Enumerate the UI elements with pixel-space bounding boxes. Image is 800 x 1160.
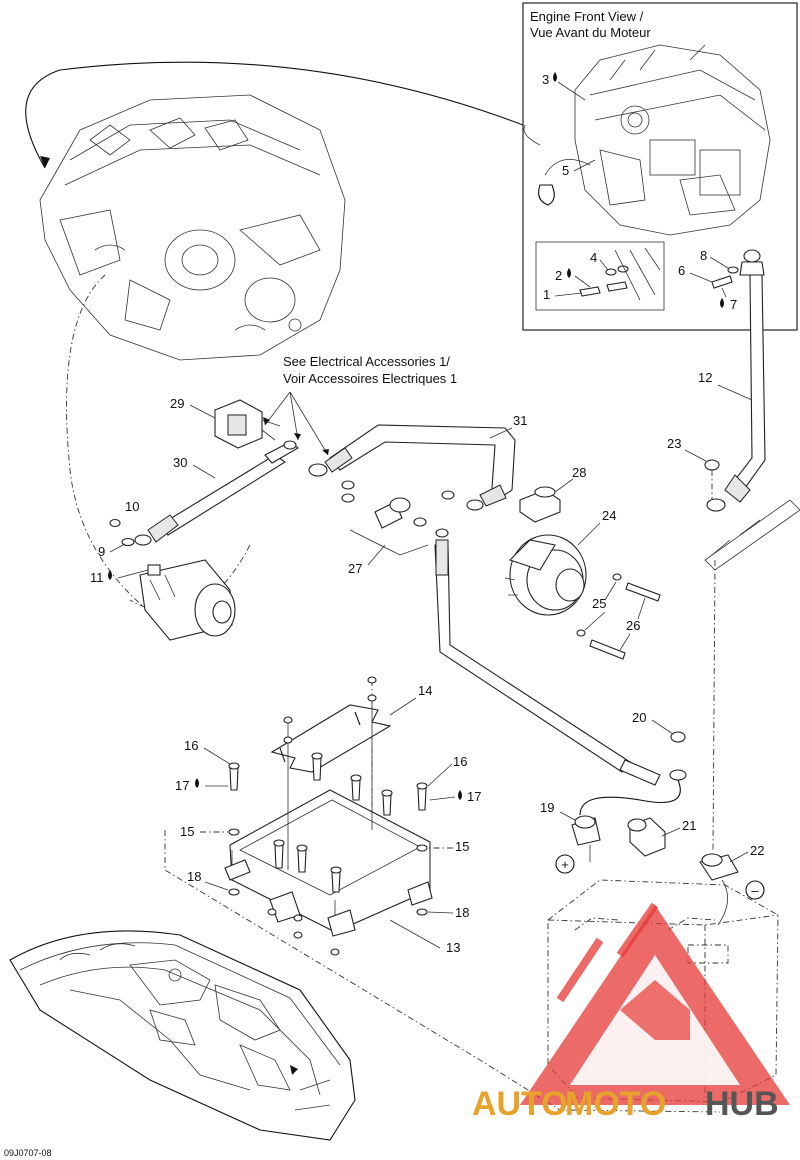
negative-label: – (751, 883, 759, 898)
callout-4: 4 (590, 250, 597, 265)
callout-7: 7 (730, 297, 737, 312)
footer-code: 09J0707-08 (4, 1148, 52, 1158)
inset-title-line2: Vue Avant du Moteur (530, 25, 651, 40)
callout-6: 6 (678, 263, 685, 278)
callout-11: 11 (90, 570, 104, 585)
loctite-drop-icon (195, 778, 199, 788)
engine-illustration (39, 94, 346, 361)
callout-23: 23 (667, 436, 681, 451)
battery-outline (547, 879, 779, 1103)
callout-29: 29 (170, 396, 184, 411)
loctite-drop-icon (567, 268, 571, 278)
washer-9 (121, 537, 135, 547)
cable-31 (308, 424, 516, 511)
inset-title-line1: Engine Front View / (530, 9, 644, 24)
callout-8: 8 (700, 248, 707, 263)
callout-24: 24 (602, 508, 616, 523)
callout-18b: 18 (455, 905, 469, 920)
loctite-drop-icon (720, 298, 724, 308)
engine-front-illustration (538, 44, 771, 236)
battery-tray-13 (224, 789, 433, 937)
nut-23 (704, 459, 720, 471)
note-line2: Voir Accessoires Electriques 1 (283, 371, 457, 386)
nut-10 (109, 518, 121, 528)
callout-21: 21 (682, 818, 696, 833)
boat-illustration (9, 930, 356, 1141)
reference-arrow (25, 61, 524, 169)
callout-18a: 18 (187, 869, 201, 884)
callout-13: 13 (446, 940, 460, 955)
engine-front-view-inset: Engine Front View / Vue Avant du Moteur (522, 2, 798, 331)
callout-20: 20 (632, 710, 646, 725)
terminal-cap-28 (519, 486, 561, 523)
bolt-group-6-7-8 (711, 266, 739, 289)
watermark-hub: HUB (705, 1085, 779, 1123)
nut-20 (670, 731, 686, 743)
cable-12 (706, 274, 766, 512)
terminal-boot-27 (374, 497, 427, 529)
callout-17b: 17 (467, 789, 481, 804)
callout-1: 1 (543, 287, 550, 302)
callout-28: 28 (572, 465, 586, 480)
cable-continuation (704, 499, 800, 571)
positive-label: + (561, 857, 569, 872)
terminal-cover-21 (627, 817, 666, 857)
screws-25-26 (576, 573, 661, 660)
callout-2: 2 (555, 268, 562, 283)
watermark-moto: MOTO (565, 1085, 666, 1123)
solenoid-29 (214, 399, 281, 449)
callout-10: 10 (125, 499, 139, 514)
cable-30 (134, 440, 299, 546)
callout-27: 27 (348, 561, 362, 576)
callout-16b: 16 (453, 754, 467, 769)
callout-9: 9 (98, 544, 105, 559)
loctite-drop-icon (553, 72, 557, 82)
tray-hardware (228, 676, 428, 956)
callout-14: 14 (418, 683, 432, 698)
callout-15a: 15 (180, 824, 194, 839)
leader-line (66, 274, 161, 621)
callout-25: 25 (592, 596, 606, 611)
positive-symbol (555, 854, 575, 874)
callout-30: 30 (173, 455, 187, 470)
positive-terminal-19 (571, 815, 601, 862)
battery-strap-14 (270, 704, 392, 773)
loctite-drop-icon (108, 570, 112, 580)
watermark: AUTO MOTO HUB (472, 902, 790, 1123)
callout-22: 22 (750, 843, 764, 858)
negative-symbol (745, 880, 765, 900)
callout-12: 12 (698, 370, 712, 385)
callout-26: 26 (626, 618, 640, 633)
callout-17a: 17 (175, 778, 189, 793)
watermark-auto: AUTO (472, 1085, 568, 1123)
starter-motor (139, 559, 236, 641)
note-line1: See Electrical Accessories 1/ (283, 354, 450, 369)
bolt-group-1-2-4 (579, 247, 661, 301)
loctite-drop-icon (458, 790, 462, 800)
callout-16a: 16 (184, 738, 198, 753)
negative-terminal-22 (699, 853, 739, 926)
cable-20 (434, 528, 687, 786)
callout-15b: 15 (455, 839, 469, 854)
leader-line (164, 830, 721, 1113)
callout-31: 31 (513, 413, 527, 428)
callout-5: 5 (562, 163, 569, 178)
callout-3: 3 (542, 72, 549, 87)
relay-24 (504, 534, 587, 616)
callout-19: 19 (540, 800, 554, 815)
